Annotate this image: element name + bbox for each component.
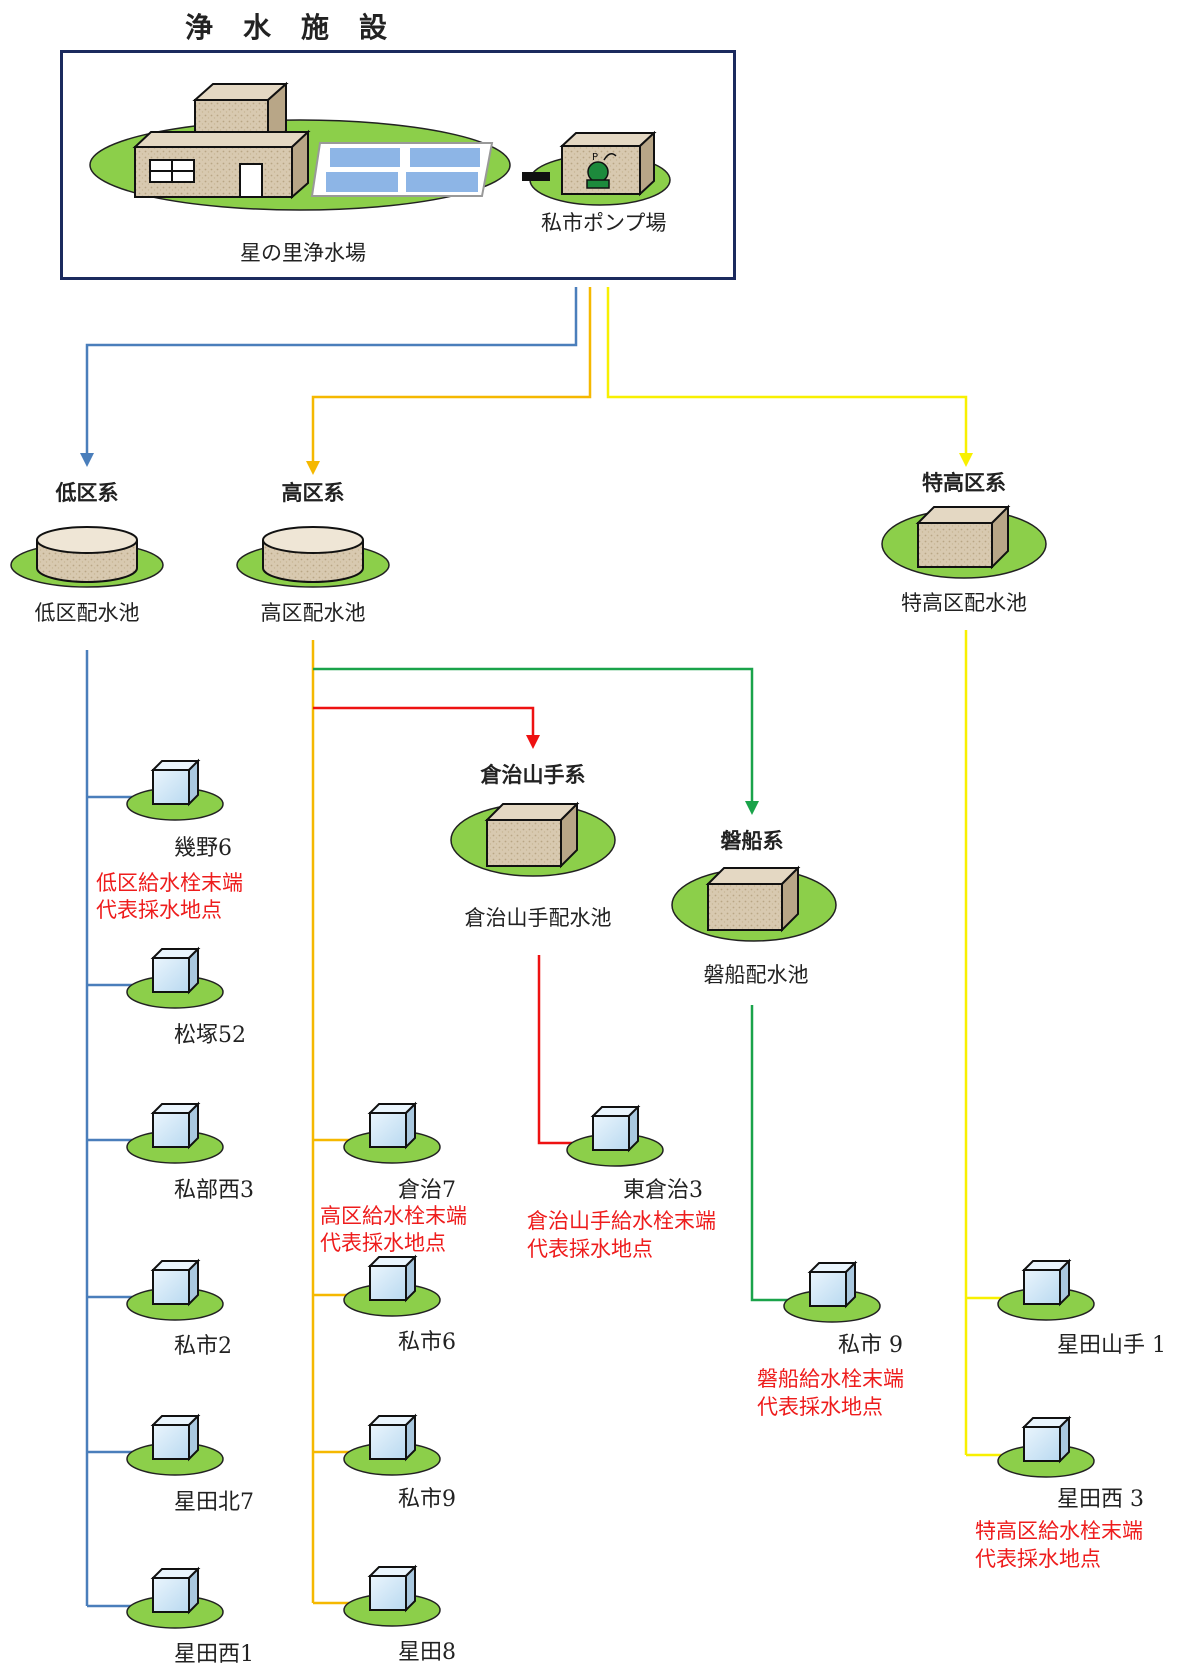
faucet-point-icon — [126, 946, 224, 1009]
high-system-title: 高区系 — [281, 480, 345, 505]
low-reservoir-icon — [10, 526, 164, 588]
faucet-point-icon — [126, 1566, 224, 1629]
kurachi-yamate-note-line1: 倉治山手給水栓末端 — [527, 1209, 716, 1233]
kurachi-yamate-point-label: 東倉治3 — [623, 1178, 703, 1203]
pump-station-icon: P — [559, 130, 657, 197]
plant-frame — [60, 50, 736, 280]
high-reservoir-label: 高区配水池 — [260, 601, 366, 625]
high-point-label: 星田8 — [398, 1640, 456, 1665]
extra-high-reservoir-label: 特高区配水池 — [901, 591, 1027, 615]
iwafune-note-line1: 磐船給水栓末端 — [757, 1367, 904, 1391]
high-point-label: 倉治7 — [398, 1178, 456, 1203]
iwafune-note-line2: 代表採水地点 — [757, 1395, 883, 1419]
faucet-point-icon — [343, 1101, 441, 1164]
plant-section-title: 浄水施設 — [185, 11, 418, 44]
low-note-line2: 代表採水地点 — [96, 898, 222, 922]
extra-high-distribution-line — [964, 630, 1032, 1457]
faucet-point-icon — [566, 1104, 664, 1167]
svg-text:P: P — [592, 152, 598, 163]
iwafune-reservoir-label: 磐船配水池 — [703, 963, 809, 987]
sampling-point-icons — [126, 758, 1095, 1629]
faucet-point-icon — [126, 1258, 224, 1321]
iwafune-reservoir-icon — [671, 865, 837, 942]
low-point-label: 私部西3 — [174, 1178, 254, 1203]
faucet-point-icon — [343, 1254, 441, 1317]
faucet-point-icon — [126, 758, 224, 821]
low-point-label: 幾野6 — [174, 836, 232, 861]
low-point-label: 星田北7 — [174, 1490, 254, 1515]
low-reservoir-label: 低区配水池 — [34, 601, 140, 625]
feed-lines — [80, 287, 973, 475]
faucet-point-icon — [126, 1413, 224, 1476]
kurachi-yamate-system-title: 倉治山手系 — [480, 762, 586, 787]
high-point-label: 私市6 — [398, 1330, 456, 1355]
plant-illustration: P — [89, 81, 671, 211]
low-system-title: 低区系 — [55, 480, 119, 505]
extra-high-system-title: 特高区系 — [922, 470, 1006, 495]
extra-high-point-label: 星田山手 1 — [1057, 1333, 1166, 1358]
extra-high-reservoir-icon — [881, 504, 1047, 579]
low-point-label: 松塚52 — [174, 1023, 246, 1048]
filter-bed-icon — [310, 142, 494, 197]
kurachi-yamate-reservoir-label: 倉治山手配水池 — [464, 906, 612, 930]
main-plant-label: 星の里浄水場 — [240, 241, 366, 265]
high-point-label: 私市9 — [398, 1487, 456, 1512]
low-point-label: 星田西1 — [174, 1642, 254, 1667]
high-note-line1: 高区給水栓末端 — [320, 1204, 467, 1228]
low-note-line1: 低区給水栓末端 — [96, 871, 243, 895]
purification-building-icon — [132, 81, 311, 200]
iwafune-point-label: 私市 9 — [838, 1333, 903, 1358]
pump-station-label: 私市ポンプ場 — [541, 211, 667, 235]
extra-high-note-line1: 特高区給水栓末端 — [975, 1519, 1143, 1543]
faucet-point-icon — [126, 1101, 224, 1164]
kurachi-yamate-reservoir-icon — [450, 801, 616, 877]
faucet-point-icon — [343, 1564, 441, 1627]
low-point-label: 私市2 — [174, 1334, 232, 1359]
faucet-point-icon — [343, 1413, 441, 1476]
faucet-point-icon — [997, 1415, 1095, 1478]
faucet-point-icon — [783, 1260, 881, 1323]
high-reservoir-icon — [236, 526, 390, 588]
kurachi-yamate-note-line2: 代表採水地点 — [527, 1237, 653, 1261]
extra-high-point-label: 星田西 3 — [1057, 1487, 1144, 1512]
high-note-line2: 代表採水地点 — [320, 1231, 446, 1255]
faucet-point-icon — [997, 1258, 1095, 1321]
iwafune-system-title: 磐船系 — [720, 828, 784, 853]
extra-high-note-line2: 代表採水地点 — [975, 1547, 1101, 1571]
